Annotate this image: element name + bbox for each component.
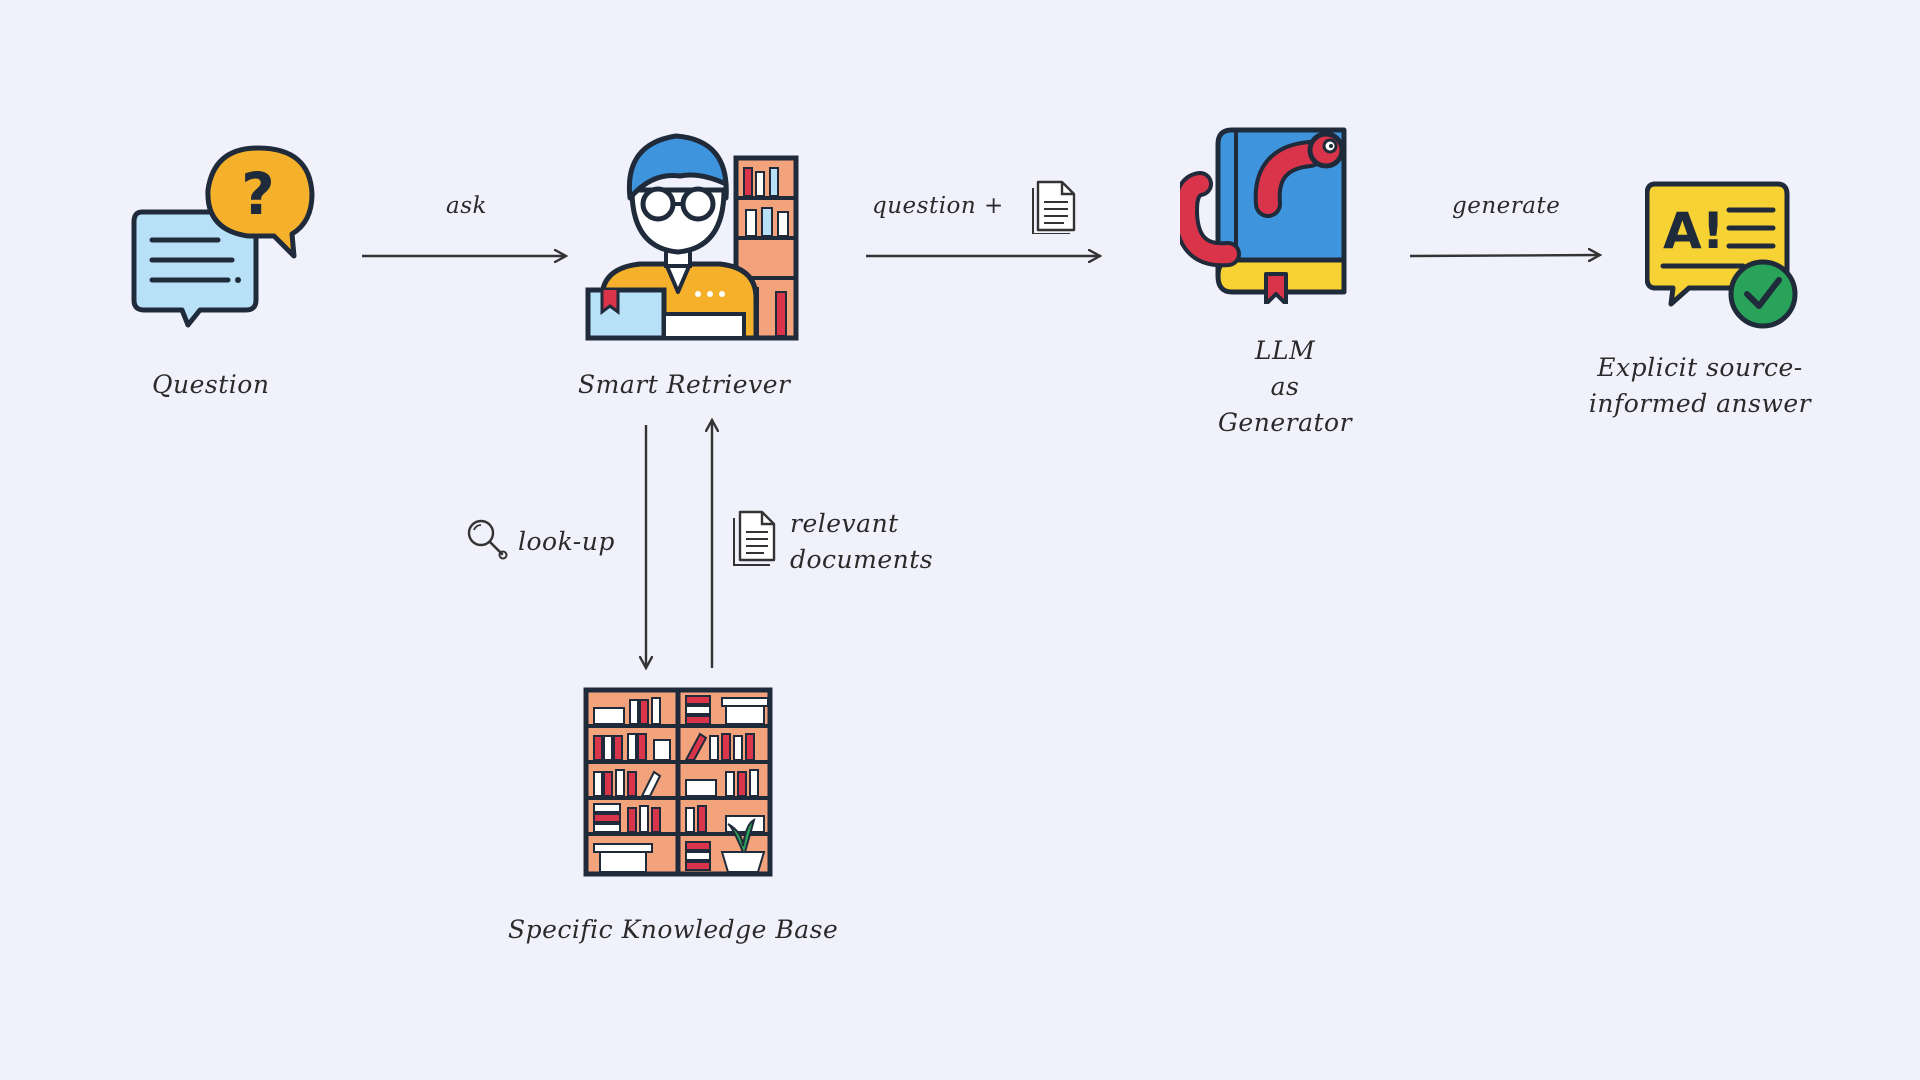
question-chat-icon: ?: [131, 145, 315, 328]
node-label-llm-line-2: as: [1270, 372, 1300, 401]
node-label-answer-line-2: informed answer: [1588, 389, 1812, 418]
document-icon: [733, 510, 776, 566]
arrow-generate: [1409, 255, 1600, 256]
edge-label-relevant-line-2: documents: [790, 545, 934, 574]
magnifier-icon: [467, 519, 508, 560]
llm-book-icon: [1180, 127, 1347, 304]
edge-label-relevant-documents: relevant documents: [790, 506, 933, 578]
edge-label-lookup: look-up: [518, 527, 615, 556]
node-label-llm: LLM as Generator: [1180, 333, 1390, 441]
ai-answer-check-icon: A!: [1645, 181, 1798, 329]
retriever-person-icon: [585, 133, 799, 341]
bookshelf-icon: [583, 687, 773, 877]
edge-label-ask: ask: [446, 193, 487, 219]
node-label-llm-line-1: LLM: [1254, 336, 1316, 365]
edge-label-generate: generate: [1452, 193, 1561, 219]
document-icon: [1032, 180, 1076, 234]
svg-text:?: ?: [241, 160, 275, 228]
node-label-question: Question: [152, 370, 270, 399]
node-label-llm-line-3: Generator: [1217, 408, 1353, 437]
svg-text:A!: A!: [1663, 202, 1725, 260]
node-label-knowledge-base: Specific Knowledge Base: [508, 915, 839, 944]
node-label-smart-retriever: Smart Retriever: [578, 370, 791, 399]
edge-label-relevant-line-1: relevant: [790, 509, 899, 538]
node-label-answer-line-1: Explicit source-: [1597, 353, 1803, 382]
edge-label-question-plus: question +: [872, 193, 1004, 219]
node-label-answer: Explicit source- informed answer: [1580, 350, 1820, 422]
